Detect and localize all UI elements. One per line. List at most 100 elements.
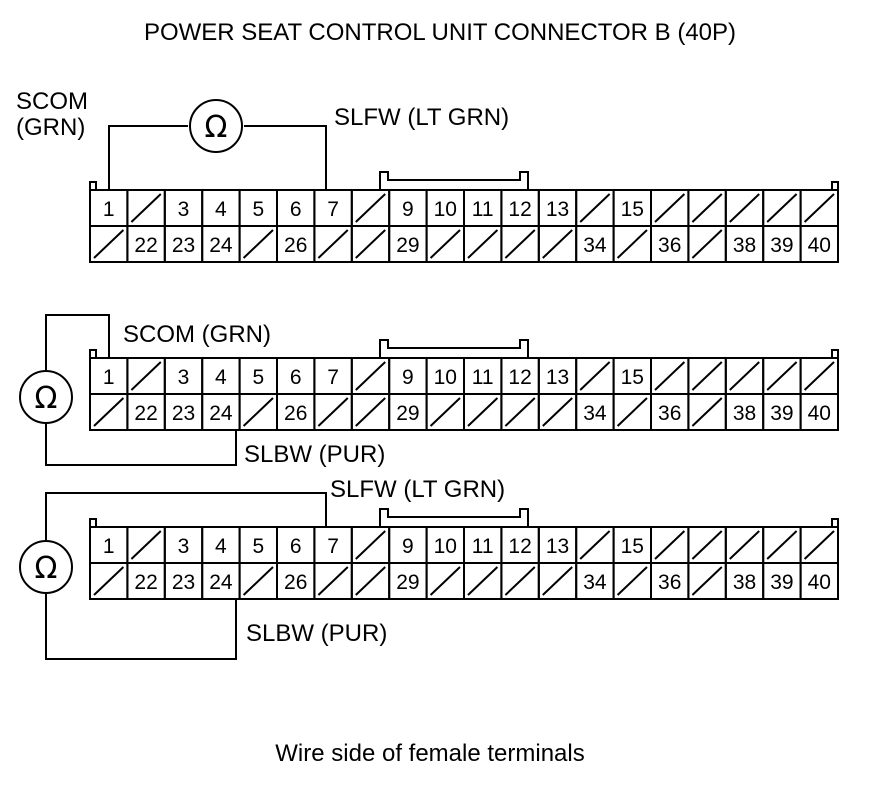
empty-terminal-slash bbox=[616, 566, 648, 596]
empty-terminal-slash bbox=[729, 361, 760, 391]
test1-scom-label: SCOM (GRN) bbox=[16, 88, 88, 141]
terminal-number: 6 bbox=[290, 535, 302, 558]
terminal-number: 9 bbox=[402, 366, 414, 389]
terminal-number: 1 bbox=[103, 535, 115, 558]
empty-terminal-slash bbox=[242, 566, 274, 596]
ohm-icon: Ω bbox=[35, 551, 58, 586]
terminal-number: 36 bbox=[658, 571, 681, 594]
empty-terminal-slash bbox=[766, 530, 798, 560]
terminal-number: 4 bbox=[215, 198, 227, 221]
empty-terminal-slash bbox=[355, 566, 386, 596]
empty-terminal-slash bbox=[355, 361, 386, 391]
terminal-number: 29 bbox=[396, 571, 419, 594]
empty-terminal-slash bbox=[691, 397, 723, 427]
terminal-number: 29 bbox=[396, 234, 419, 257]
terminal-number: 11 bbox=[472, 198, 494, 221]
terminal-number: 39 bbox=[770, 571, 793, 594]
diagram-title: POWER SEAT CONTROL UNIT CONNECTOR B (40P… bbox=[143, 19, 737, 46]
terminal-cell bbox=[799, 393, 839, 431]
terminal-cell bbox=[799, 562, 839, 600]
terminal-number: 39 bbox=[770, 402, 793, 425]
diagram-caption: Wire side of female terminals bbox=[275, 740, 585, 767]
empty-terminal-slash bbox=[803, 193, 835, 223]
terminal-number: 36 bbox=[658, 234, 681, 257]
empty-terminal-slash bbox=[504, 566, 536, 596]
terminal-number: 10 bbox=[434, 366, 457, 389]
empty-terminal-slash bbox=[93, 397, 125, 427]
empty-terminal-slash bbox=[429, 397, 461, 427]
terminal-number: 6 bbox=[290, 366, 302, 389]
terminal-number: 13 bbox=[546, 535, 569, 558]
terminal-number: 24 bbox=[209, 571, 233, 594]
terminal-number: 38 bbox=[733, 402, 756, 425]
terminal-number: 12 bbox=[508, 366, 531, 389]
terminal-number: 24 bbox=[209, 402, 233, 425]
empty-terminal-slash bbox=[654, 193, 686, 223]
terminal-number: 15 bbox=[621, 198, 644, 221]
terminal-number: 23 bbox=[172, 571, 195, 594]
empty-terminal-slash bbox=[729, 530, 760, 560]
empty-terminal-slash bbox=[317, 397, 349, 427]
terminal-number: 22 bbox=[134, 571, 157, 594]
empty-terminal-slash bbox=[429, 229, 461, 259]
terminal-number: 40 bbox=[808, 234, 831, 257]
terminal-number: 38 bbox=[733, 234, 756, 257]
terminal-number: 34 bbox=[583, 402, 607, 425]
empty-terminal-slash bbox=[429, 566, 461, 596]
terminal-number: 7 bbox=[327, 198, 339, 221]
terminal-number: 39 bbox=[770, 234, 793, 257]
test3-slfw-label: SLFW (LT GRN) bbox=[330, 476, 506, 503]
connector-lock bbox=[379, 171, 529, 190]
terminal-number: 40 bbox=[808, 402, 831, 425]
terminal-number: 34 bbox=[583, 234, 607, 257]
terminal-number: 22 bbox=[134, 234, 157, 257]
empty-terminal-slash bbox=[542, 229, 573, 259]
terminal-number: 6 bbox=[290, 198, 302, 221]
terminal-number: 36 bbox=[658, 402, 681, 425]
empty-terminal-slash bbox=[654, 530, 686, 560]
empty-terminal-slash bbox=[579, 193, 611, 223]
empty-terminal-slash bbox=[130, 193, 162, 223]
terminal-number: 12 bbox=[508, 198, 531, 221]
test2-slbw-label: SLBW (PUR) bbox=[244, 441, 386, 468]
empty-terminal-slash bbox=[766, 361, 798, 391]
terminal-number: 5 bbox=[252, 366, 264, 389]
terminal-number: 13 bbox=[546, 366, 569, 389]
empty-terminal-slash bbox=[579, 530, 611, 560]
empty-terminal-slash bbox=[317, 229, 349, 259]
empty-terminal-slash bbox=[729, 193, 760, 223]
empty-terminal-slash bbox=[93, 229, 125, 259]
empty-terminal-slash bbox=[355, 397, 386, 427]
terminal-number: 15 bbox=[621, 535, 644, 558]
terminal-number: 10 bbox=[434, 198, 457, 221]
terminal-cell bbox=[799, 225, 839, 263]
empty-terminal-slash bbox=[616, 397, 648, 427]
terminal-number: 12 bbox=[508, 535, 531, 558]
empty-terminal-slash bbox=[803, 361, 835, 391]
terminal-number: 13 bbox=[546, 198, 569, 221]
terminal-number: 1 bbox=[103, 366, 115, 389]
test1-meter: Ω bbox=[108, 99, 327, 190]
empty-terminal-slash bbox=[654, 361, 686, 391]
terminal-number: 23 bbox=[172, 402, 195, 425]
empty-terminal-slash bbox=[766, 193, 798, 223]
terminal-number: 5 bbox=[252, 535, 264, 558]
terminal-number: 22 bbox=[134, 402, 157, 425]
test1-slfw-label: SLFW (LT GRN) bbox=[334, 104, 510, 131]
empty-terminal-slash bbox=[130, 361, 162, 391]
empty-terminal-slash bbox=[504, 397, 536, 427]
empty-terminal-slash bbox=[691, 566, 723, 596]
terminal-number: 3 bbox=[178, 366, 190, 389]
empty-terminal-slash bbox=[691, 193, 723, 223]
test3-meter: Ω bbox=[19, 492, 327, 660]
empty-terminal-slash bbox=[803, 530, 835, 560]
terminal-number: 29 bbox=[396, 402, 419, 425]
connector-lock bbox=[379, 508, 529, 527]
terminal-number: 7 bbox=[327, 366, 339, 389]
terminal-number: 4 bbox=[215, 535, 227, 558]
terminal-number: 26 bbox=[284, 402, 307, 425]
terminal-number: 40 bbox=[808, 571, 831, 594]
